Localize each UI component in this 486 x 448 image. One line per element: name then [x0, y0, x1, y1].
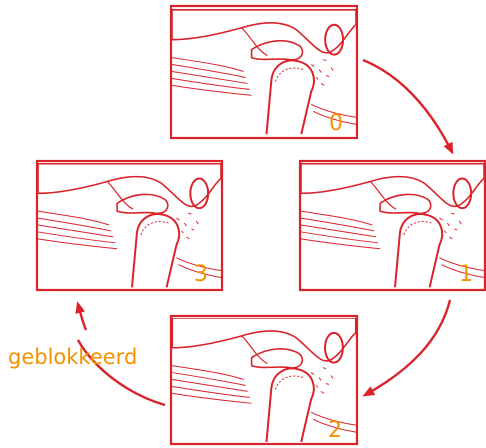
arrow-0-to-1	[363, 60, 452, 152]
arrow-1-to-2	[365, 300, 450, 395]
panel-label-0: 0	[329, 113, 343, 135]
panel-label-1: 1	[459, 264, 473, 286]
panel-1	[300, 161, 485, 290]
panel-label-2: 2	[328, 420, 342, 442]
blocked-caption: geblokkeerd	[8, 345, 137, 369]
arrow-to-3-head	[78, 304, 86, 330]
panel-label-3: 3	[194, 264, 208, 286]
